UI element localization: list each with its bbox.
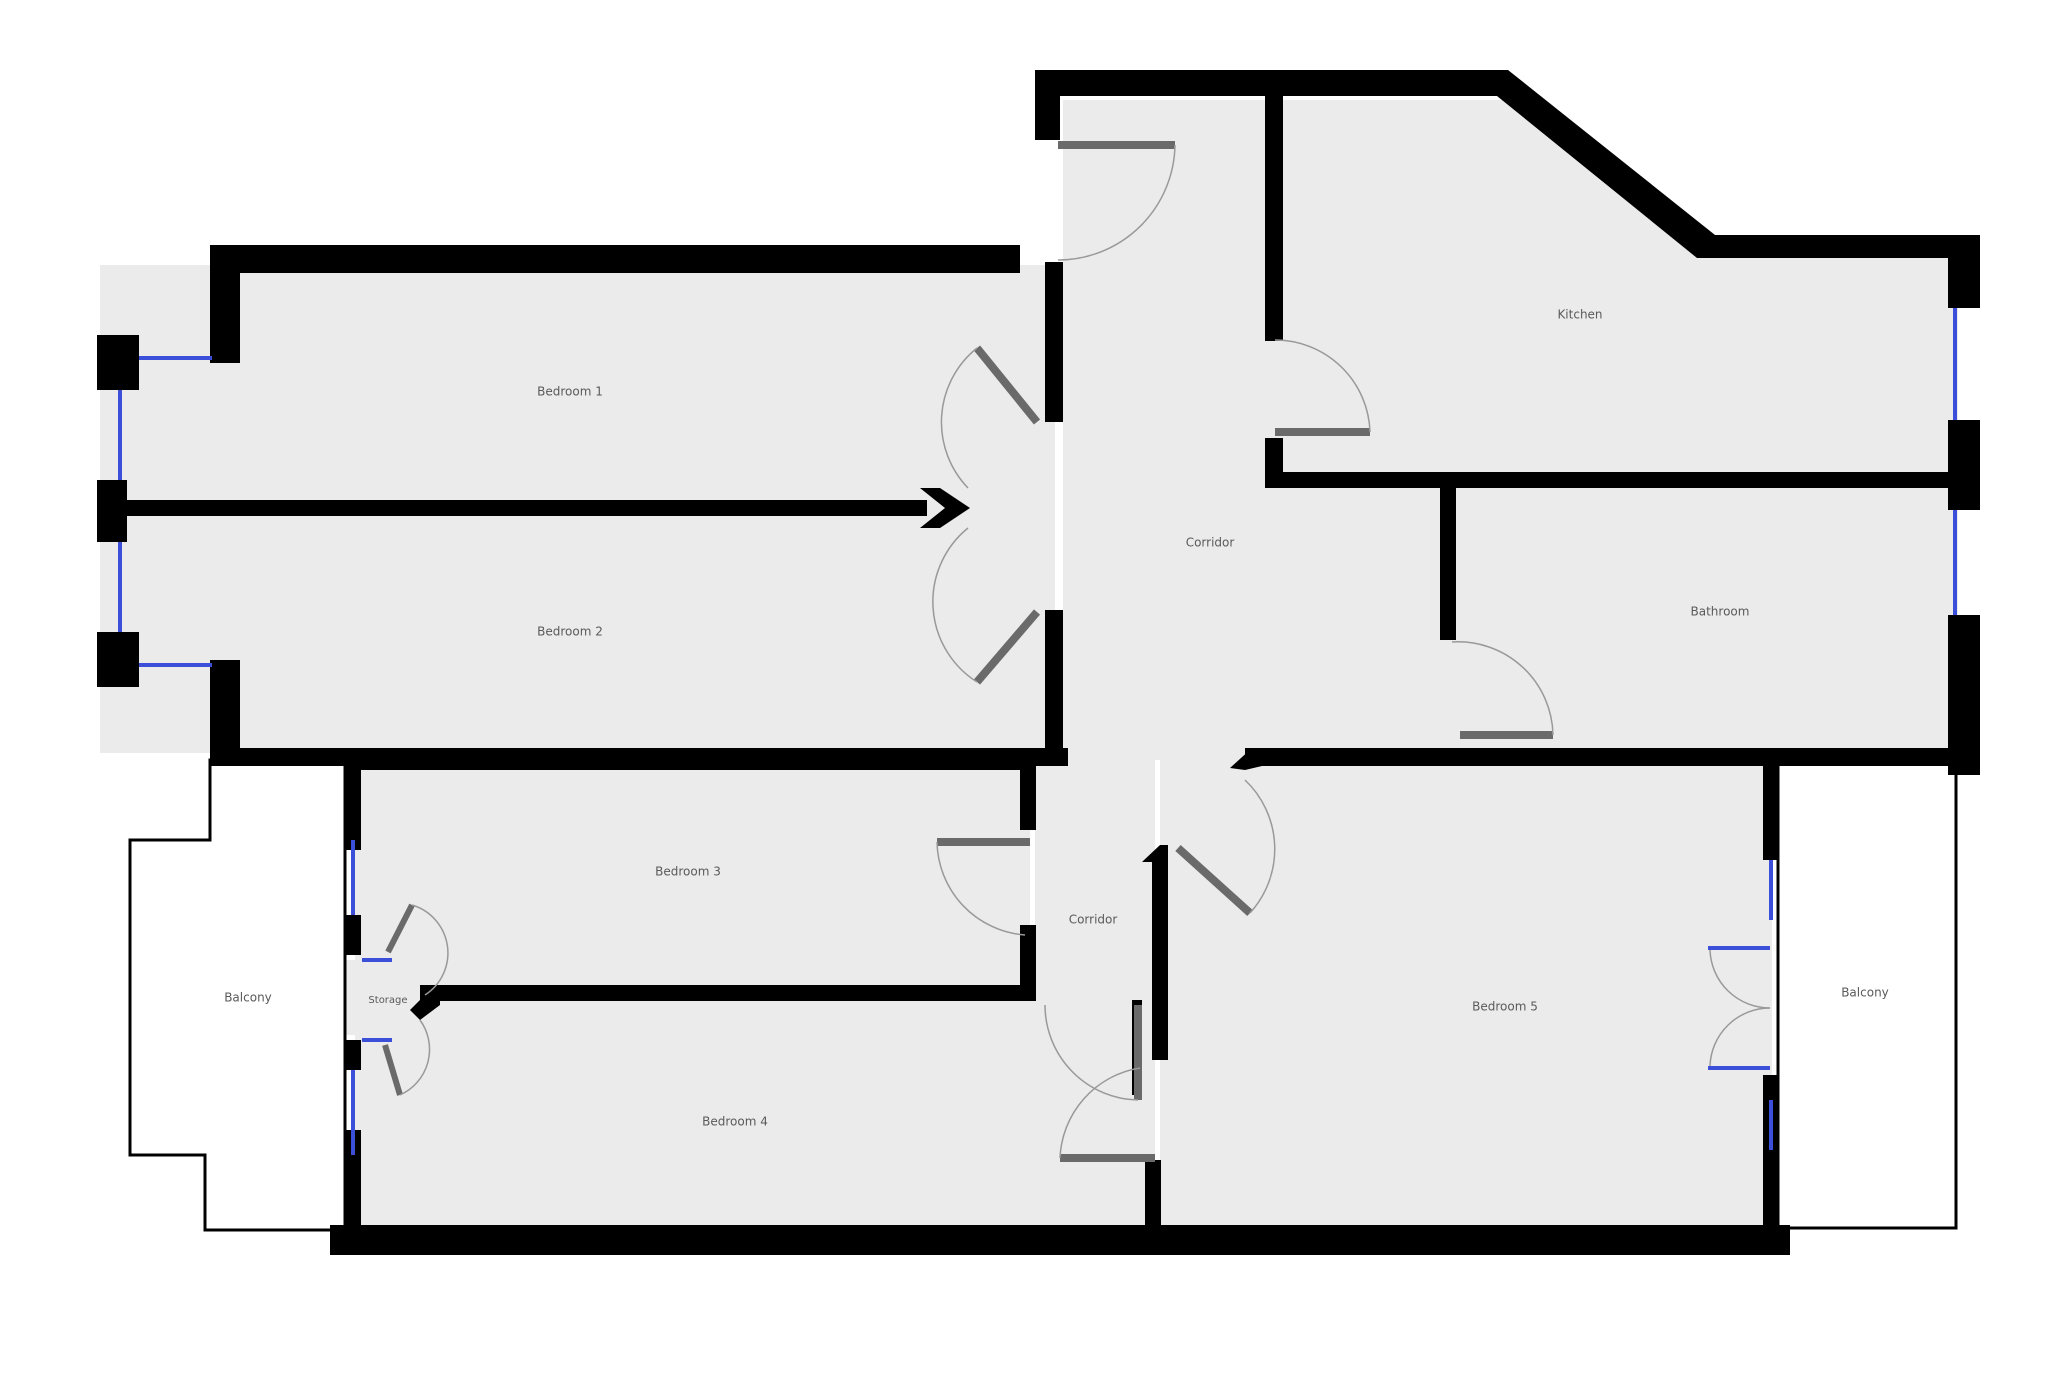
door-entry bbox=[1057, 141, 1176, 261]
balconies bbox=[128, 758, 1958, 1232]
wall-bathroom-left bbox=[1440, 485, 1456, 640]
bedroom3-floor bbox=[355, 760, 1030, 990]
wall-storage-left-low bbox=[345, 1040, 361, 1070]
door-storage-upper bbox=[385, 903, 449, 996]
wall-bedroom2-right bbox=[1045, 610, 1063, 758]
wall-bedroom1-left-stub bbox=[210, 245, 240, 363]
wall-top-entry bbox=[1035, 70, 1980, 300]
wall-kitchen-bottom bbox=[1265, 472, 1977, 488]
wall-right-outer-mid bbox=[1948, 420, 1980, 510]
room-labels: Bedroom 1 Bedroom 2 Bedroom 3 Bedroom 4 … bbox=[224, 308, 1889, 1129]
label-balcony-left: Balcony bbox=[224, 991, 272, 1005]
door-kitchen bbox=[1274, 339, 1371, 436]
label-corridor-main: Corridor bbox=[1186, 536, 1235, 550]
door-bedroom1 bbox=[940, 345, 1041, 489]
floor-fills bbox=[100, 100, 1958, 1230]
wall-kitchen-left bbox=[1265, 96, 1283, 341]
door-bedroom2 bbox=[932, 527, 1041, 685]
wall-bedroom3-left bbox=[345, 760, 361, 850]
label-corridor-lower: Corridor bbox=[1069, 913, 1118, 927]
wall-right-outer-top bbox=[1948, 258, 1980, 308]
wall-left-pillar-bottom bbox=[97, 632, 139, 687]
wall-bottom bbox=[330, 1225, 1790, 1255]
wall-top-bedroom1 bbox=[210, 245, 1020, 273]
wall-bedroom5-right-upper bbox=[1763, 760, 1779, 860]
door-balcony-right bbox=[1709, 949, 1771, 1067]
wall-left-pillar-top bbox=[97, 335, 139, 390]
label-balcony-right: Balcony bbox=[1841, 986, 1889, 1000]
bedroom4-floor bbox=[355, 995, 1155, 1228]
wall-bedroom5-left-lower bbox=[1145, 1160, 1161, 1230]
label-bedroom4: Bedroom 4 bbox=[702, 1115, 768, 1129]
walls bbox=[97, 70, 1980, 1255]
wall-bedroom3-4-divider bbox=[420, 985, 1036, 1001]
bedroom5-floor bbox=[1160, 760, 1772, 1228]
wall-bedroom5-corner bbox=[1230, 748, 1262, 770]
label-bedroom1: Bedroom 1 bbox=[537, 385, 603, 399]
bathroom-floor bbox=[1455, 485, 1958, 753]
label-bedroom5: Bedroom 5 bbox=[1472, 1000, 1538, 1014]
door-storage-lower bbox=[382, 1019, 431, 1096]
wall-bedroom-1-2-divider bbox=[97, 500, 927, 516]
door-bedroom3 bbox=[936, 838, 1030, 936]
label-storage: Storage bbox=[368, 995, 407, 1006]
wall-bedroom1-top-right bbox=[1045, 262, 1063, 422]
bedroom2-floor bbox=[100, 508, 1055, 753]
wall-kitchen-left-lower bbox=[1265, 438, 1283, 482]
wall-divider-notch bbox=[920, 488, 970, 528]
door-bedroom5 bbox=[1175, 779, 1276, 916]
door-corridor-lower bbox=[1044, 1004, 1142, 1101]
kitchen-floor bbox=[1280, 100, 1958, 475]
wall-bedroom2-left-stub bbox=[210, 660, 240, 760]
windows bbox=[118, 308, 1957, 1155]
label-bedroom3: Bedroom 3 bbox=[655, 865, 721, 879]
storage-floor bbox=[345, 960, 420, 1035]
wall-bedroom5-left-top bbox=[1142, 845, 1168, 1060]
wall-storage-left-mid bbox=[345, 915, 361, 955]
wall-bathroom-bottom bbox=[1245, 748, 1978, 766]
corridor-lower-floor bbox=[1035, 760, 1155, 1230]
doors bbox=[362, 141, 1771, 1162]
bedroom1-floor bbox=[100, 265, 1055, 508]
wall-bedroom3-right-lower bbox=[1020, 925, 1036, 990]
wall-bedroom3-right-upper bbox=[1020, 760, 1036, 830]
wall-storage-notch bbox=[410, 990, 440, 1020]
door-bedroom4 bbox=[1059, 1067, 1155, 1162]
wall-bedroom3-top bbox=[345, 756, 1035, 770]
wall-bedroom4-left bbox=[345, 1130, 361, 1230]
balcony-left-outline bbox=[128, 758, 347, 1232]
door-bathroom bbox=[1451, 641, 1554, 739]
door-balcony-left bbox=[362, 958, 392, 1042]
label-bathroom: Bathroom bbox=[1691, 605, 1750, 619]
corridor-east-floor bbox=[1063, 475, 1455, 760]
label-kitchen: Kitchen bbox=[1557, 308, 1602, 322]
label-bedroom2: Bedroom 2 bbox=[537, 625, 603, 639]
balcony-right-outline bbox=[1776, 758, 1958, 1230]
